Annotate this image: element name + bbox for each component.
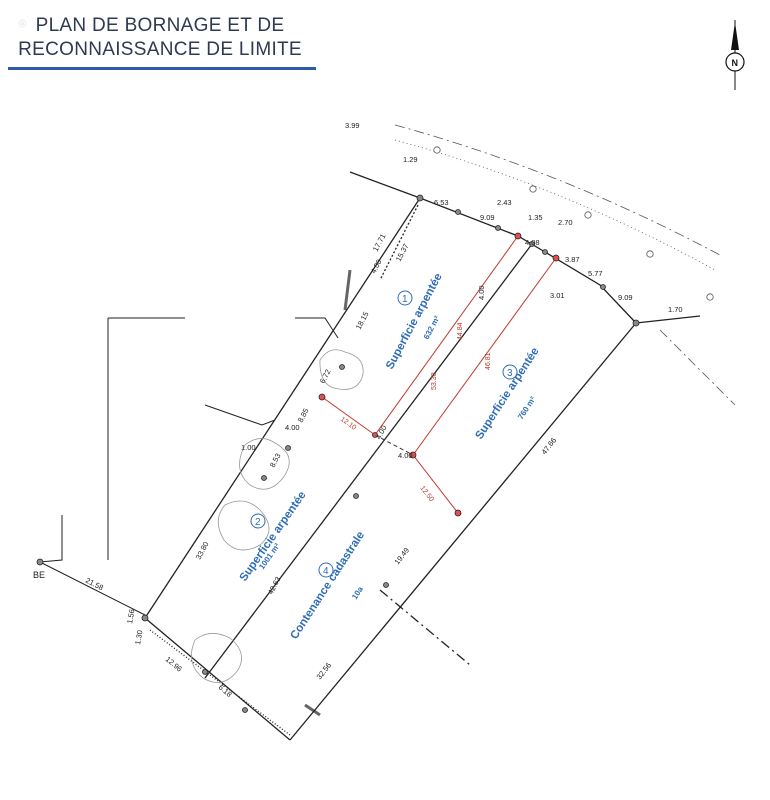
dim-label: 5.77 <box>588 269 603 278</box>
subdivision-lines <box>321 235 557 514</box>
dim-label: 3.87 <box>565 255 580 264</box>
dim-label: 32.56 <box>314 661 333 681</box>
dim-label: 33.80 <box>194 540 211 561</box>
dim-label: 4.00 <box>285 423 300 432</box>
plan-title-line1: PLAN DE BORNAGE ET DE <box>35 15 285 36</box>
dim-label: 17.71 <box>371 232 388 253</box>
dim-label: 1.29 <box>403 155 418 164</box>
dim-label: 15.37 <box>394 242 411 263</box>
dim-label: 4.00 <box>398 451 413 460</box>
dim-label: 4.08 <box>525 238 540 247</box>
dim-label: 12.50 <box>418 485 434 503</box>
dim-label: 3.01 <box>550 291 565 300</box>
dim-label: 42.63 <box>266 575 283 596</box>
parcel-4: 4 Contenance cadastrale 10a <box>288 529 367 641</box>
dim-label: 2.43 <box>497 198 512 207</box>
dim-label: 47.66 <box>539 436 558 456</box>
dim-label: 46.81 <box>485 352 492 370</box>
dim-label: 4.00 <box>477 285 486 300</box>
parcel-area: 760 m² <box>516 395 538 421</box>
dim-label: 19.49 <box>392 546 411 566</box>
dim-label: 4.00 <box>374 424 389 441</box>
dim-label: 3.99 <box>345 121 360 130</box>
dim-label: 6.18 <box>217 683 234 699</box>
parcel-label: Superficie arpentée <box>238 489 309 583</box>
parcel-area: 632 m² <box>422 314 442 341</box>
dim-label: 2.70 <box>558 218 573 227</box>
dim-label: 1.35 <box>528 213 543 222</box>
parcel-1: 1 Superficie arpentée 632 m² <box>384 272 445 372</box>
parcel-number: 4 <box>323 566 329 577</box>
dim-label: 44.84 <box>457 322 464 340</box>
parcel-label: Superficie arpentée <box>473 346 541 442</box>
boundary-markers <box>36 194 640 713</box>
title-underline <box>8 67 316 70</box>
dimension-labels: 3.99 1.29 6.53 9.09 2.43 1.35 2.70 4.08 … <box>33 121 683 699</box>
parcel-area: 10a <box>350 585 365 602</box>
watermark-logo: ◎ <box>18 18 27 29</box>
plan-header: ◎ PLAN DE BORNAGE ET DE RECONNAISSANCE D… <box>0 0 330 72</box>
road-boundary <box>394 124 736 406</box>
parcel-3: 3 Superficie arpentée 760 m² <box>473 346 541 442</box>
dim-label: 53.30 <box>431 372 438 390</box>
parcel-number: 2 <box>255 517 261 528</box>
parcel-label: Contenance cadastrale <box>288 529 367 641</box>
tree-icons <box>191 349 364 683</box>
dim-label: 9.09 <box>480 213 495 222</box>
neighbour-lines <box>39 269 352 717</box>
parcel-boundary <box>144 171 701 741</box>
dim-label: 9.09 <box>618 293 633 302</box>
dim-label: 8.85 <box>296 407 311 424</box>
dim-label: 6.72 <box>318 368 333 385</box>
plan-title-line2: RECONNAISSANCE DE LIMITE <box>18 39 302 60</box>
dim-label: 8.53 <box>268 452 283 469</box>
dim-label: 4.00 <box>369 258 384 275</box>
north-arrow-icon: N <box>725 20 745 90</box>
dim-label: 12.96 <box>164 655 184 674</box>
dim-label: 1.70 <box>668 305 683 314</box>
north-label: N <box>732 58 739 68</box>
dim-label: 1.56 <box>125 608 136 624</box>
dim-label: 1.30 <box>133 629 144 645</box>
parcel-number: 1 <box>402 294 408 305</box>
dim-label: 1.00 <box>241 443 256 452</box>
dim-label: 18.15 <box>354 310 371 331</box>
be-marker-label: BE <box>33 570 45 580</box>
parcel-2: 2 Superficie arpentée 1001 m² <box>238 489 309 583</box>
dim-label: 6.53 <box>434 198 449 207</box>
parcel-number: 3 <box>507 368 513 379</box>
dim-label: 12.10 <box>339 416 357 432</box>
plan-title: PLAN DE BORNAGE ET DE RECONNAISSANCE DE … <box>10 14 310 62</box>
